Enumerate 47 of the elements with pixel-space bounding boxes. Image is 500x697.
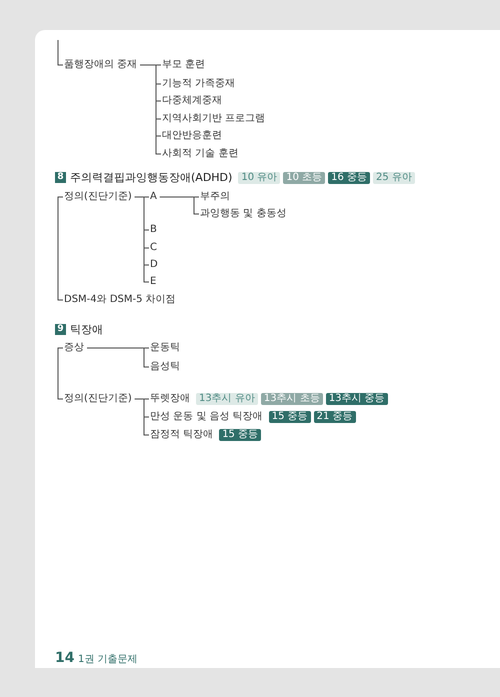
tree-item: 음성틱	[150, 361, 180, 373]
tree-item: D	[150, 259, 158, 271]
tree-item: 정의(진단기준)	[64, 191, 132, 203]
tree-item: 지역사회기반 프로그램	[162, 113, 266, 125]
tree-item: 기능적 가족중재	[162, 78, 236, 90]
tree-item: 과잉행동 및 충동성	[200, 208, 286, 220]
exam-tag: 13추시 중등	[326, 393, 388, 405]
tree-item: 뚜렛장애	[150, 393, 190, 405]
tree-connector	[58, 196, 64, 300]
tree-item: DSM-4와 DSM-5 차이점	[64, 294, 176, 306]
tree-item: 잠정적 틱장애	[150, 429, 214, 441]
tree-item: 부주의	[200, 191, 230, 203]
exam-tag: 21 중등	[314, 411, 356, 423]
section-number: 8	[55, 172, 66, 183]
exam-tag: 10 초등	[283, 172, 326, 184]
tree-item: C	[150, 242, 157, 254]
tree-item: B	[150, 224, 157, 236]
tree-connector	[134, 398, 150, 436]
exam-tag: 15 중등	[219, 429, 262, 441]
tree-connector	[159, 196, 200, 214]
tree-item: 부모 훈련	[162, 59, 206, 71]
tree-connector	[58, 40, 64, 66]
exam-tag: 16 중등	[328, 172, 370, 184]
tree-item: 품행장애의 중재	[64, 59, 138, 71]
footer-text: 1권 기출문제	[78, 653, 138, 666]
tree-item: 만성 운동 및 음성 틱장애	[150, 411, 263, 423]
section-number: 9	[55, 324, 66, 335]
tree-connector	[86, 348, 150, 368]
exam-tag: 25 유아	[373, 172, 415, 184]
exam-tag: 13추시 초등	[260, 393, 323, 405]
tree-item: 다중체계중재	[162, 95, 222, 107]
tree-connector	[134, 196, 150, 282]
tree-connector	[58, 348, 64, 400]
tree-item: 증상	[64, 342, 84, 354]
page-number: 14	[55, 650, 74, 666]
tree-item: 운동틱	[150, 342, 180, 354]
exam-tag: 10 유아	[238, 172, 280, 184]
exam-tag: 13추시 유아	[196, 393, 258, 405]
tree-connector	[140, 64, 162, 154]
tree-item: 대안반응훈련	[162, 130, 222, 142]
tree-item: A	[150, 191, 157, 203]
exam-tag: 15 중등	[268, 411, 311, 423]
tree-item: 사회적 기술 훈련	[162, 148, 238, 160]
tree-item: E	[150, 276, 156, 288]
section-heading: 틱장애	[70, 324, 103, 336]
tree-item: 정의(진단기준)	[64, 393, 132, 405]
section-heading: 주의력결핍과잉행동장애(ADHD)	[70, 172, 232, 184]
